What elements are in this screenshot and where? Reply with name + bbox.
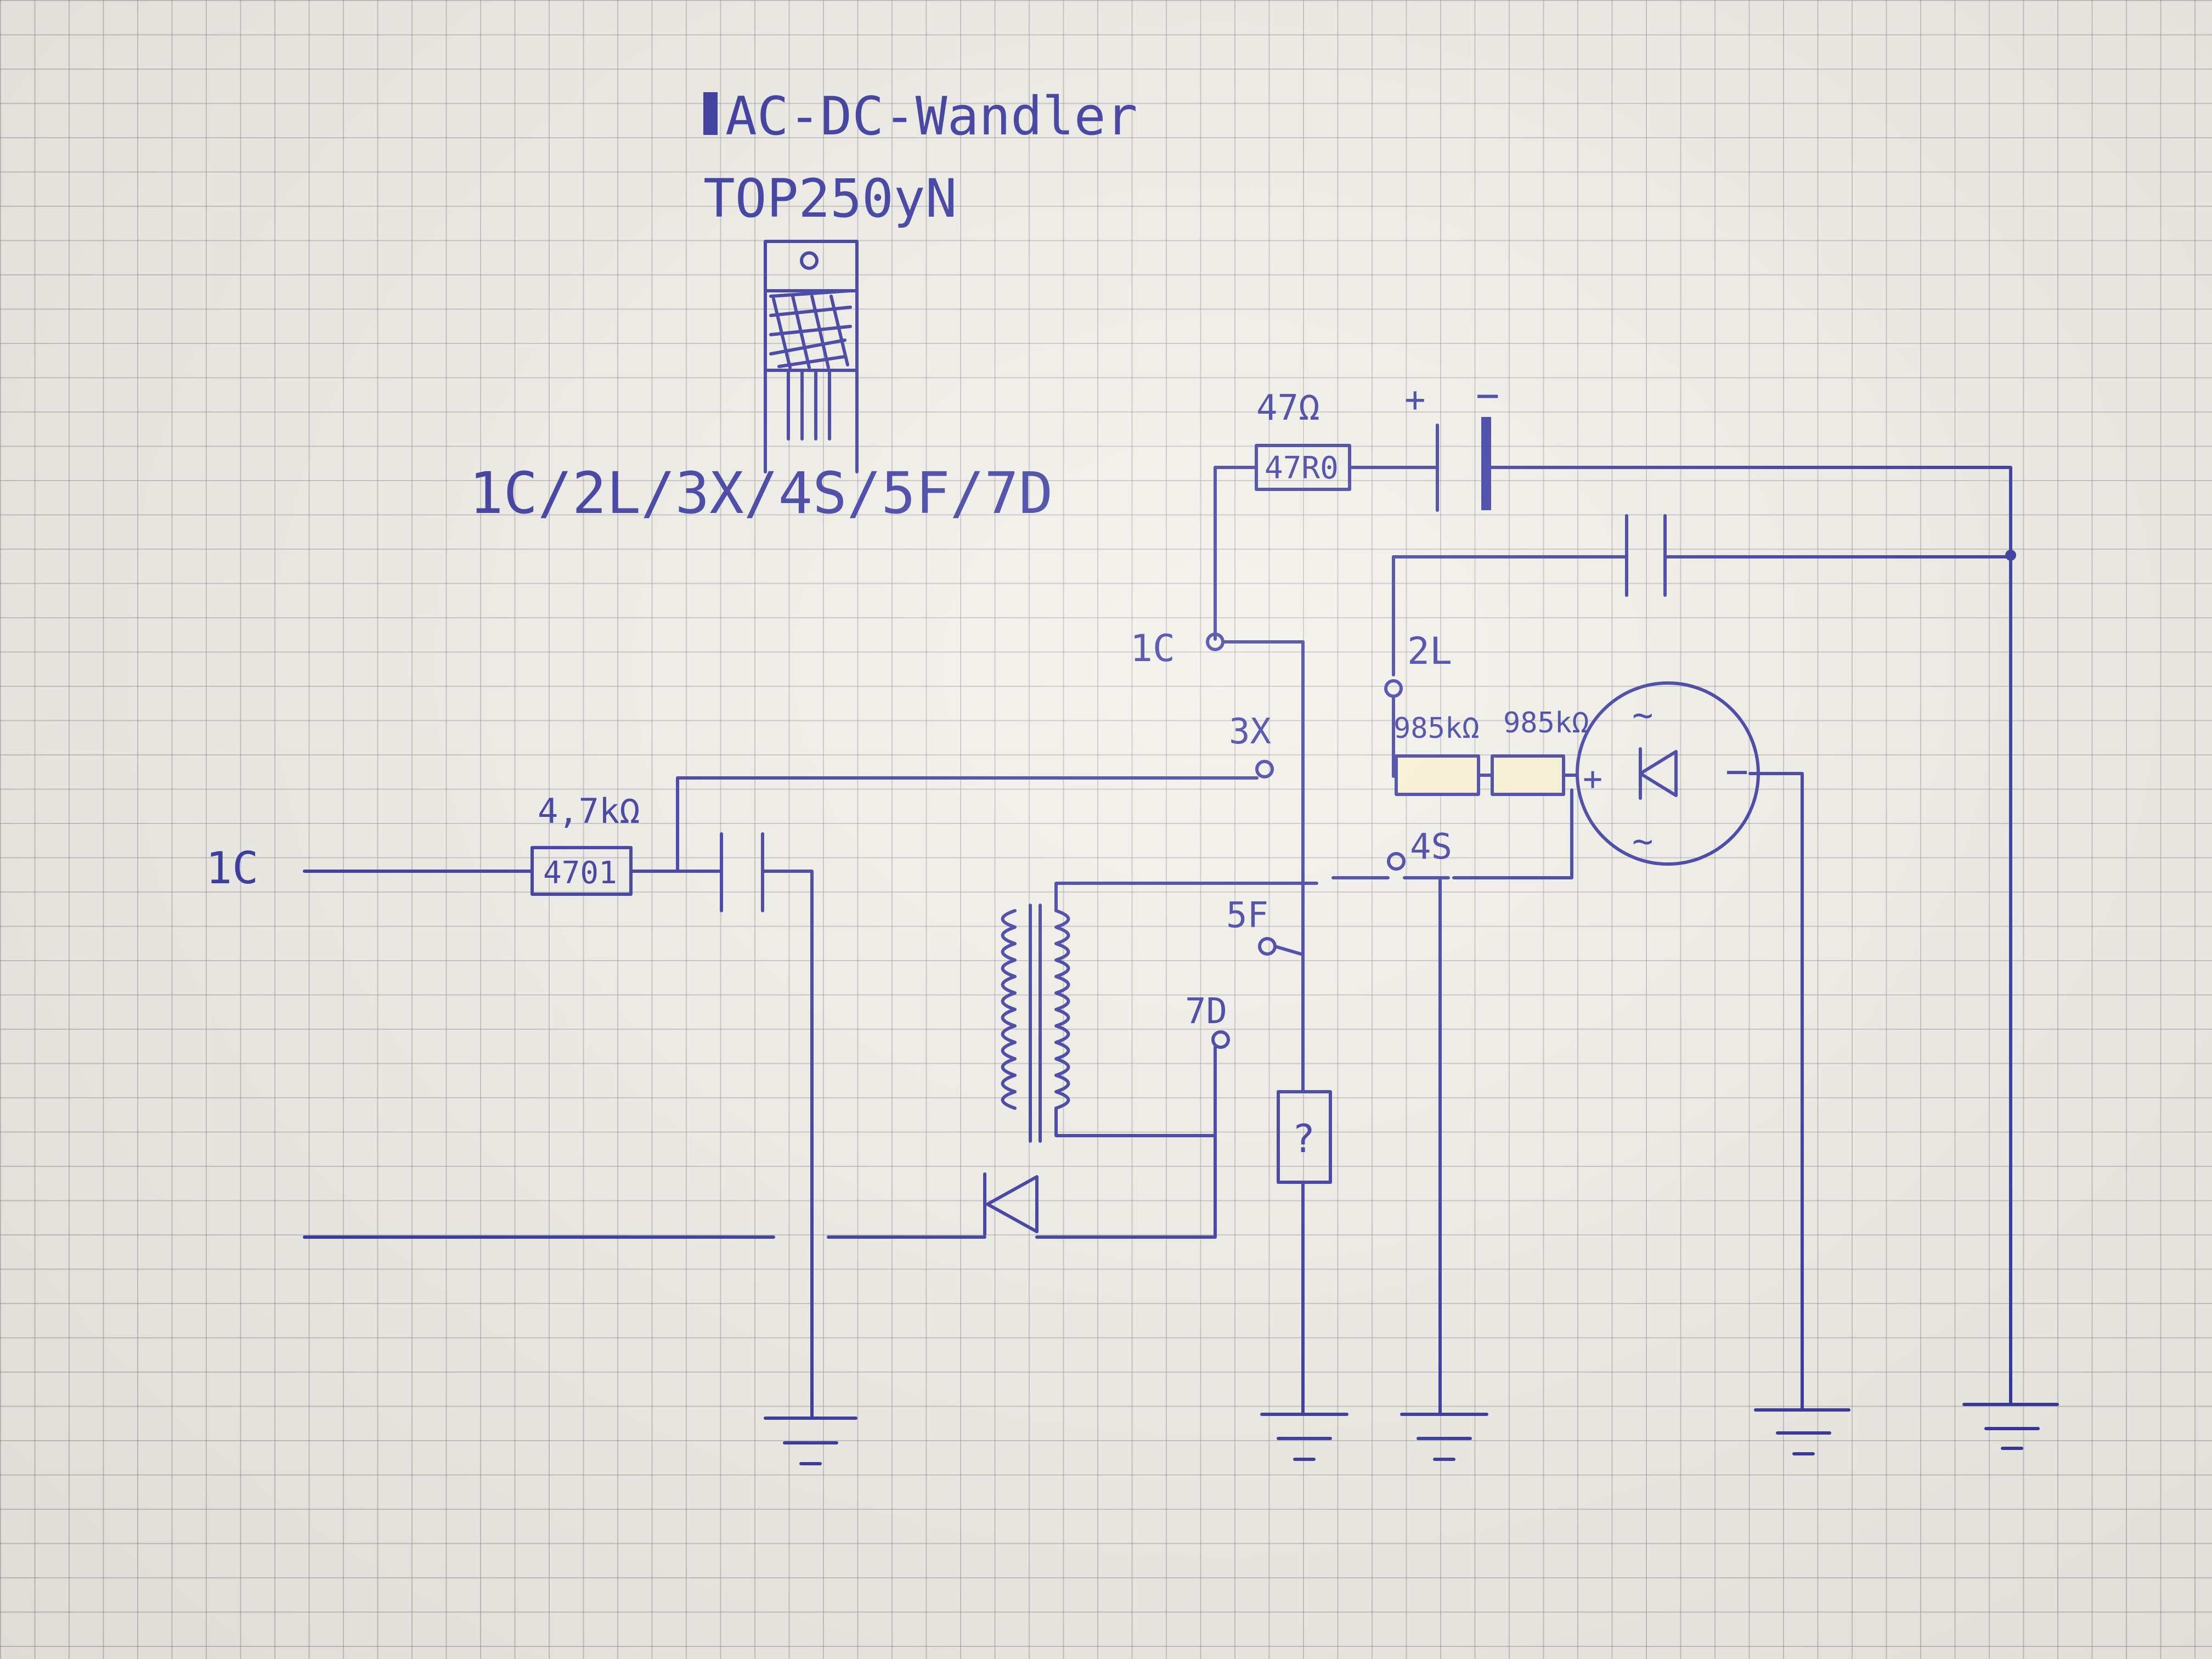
electrolytic-capacitor [1436, 417, 1491, 512]
wire-47r-to-pin1 [1214, 466, 1258, 641]
cap-plus-label: + [1404, 380, 1426, 420]
pin-2l-label: 2L [1407, 630, 1452, 673]
wire-to-pin3x [629, 776, 1259, 873]
pin-4s-label: 4S [1410, 827, 1452, 867]
pin-4s-node [1387, 852, 1406, 871]
part-number: TOP250yN [703, 168, 957, 229]
scribble-mark [703, 92, 718, 135]
pin-5f-label: 5F [1226, 895, 1268, 936]
capacitor-upper [1392, 514, 2016, 597]
wire-top-right [1348, 466, 2012, 1406]
ground-symbol-2 [1260, 1413, 1348, 1461]
left-input-label: 1C [206, 843, 258, 894]
svg-text:47R0: 47R0 [1265, 450, 1339, 486]
svg-text:~: ~ [1632, 695, 1654, 736]
wire-bridge-minus [1748, 772, 1804, 1406]
ground-symbol-4 [1754, 1408, 1850, 1455]
r-right1-value-label: 985kΩ [1393, 712, 1480, 745]
wire-diode-line [303, 1134, 1217, 1239]
pin-7d-node [1211, 1030, 1230, 1049]
capacitor-left [676, 832, 814, 1406]
resistor-985k-2 [1491, 754, 1565, 796]
pin-3x-node [1255, 760, 1274, 778]
ground-symbol-5 [1962, 1403, 2059, 1450]
ground-symbol-1 [764, 1417, 857, 1465]
r-top-value-label: 47Ω [1256, 388, 1320, 428]
cap-minus-label: − [1476, 372, 1499, 418]
schematic-title: AC-DC-Wandler [725, 86, 1137, 147]
wire-transformer-pin7d [1054, 1046, 1217, 1137]
pin-3x-label: 3X [1229, 712, 1271, 752]
wire-pin4s [1331, 876, 1450, 1406]
resistor-47-ohm: 47R0 [1255, 444, 1351, 491]
wire-transformer-top [1054, 882, 1318, 912]
svg-text:4701: 4701 [543, 855, 617, 891]
svg-text:?: ? [1292, 1116, 1315, 1161]
r-right2-value-label: 985kΩ [1503, 707, 1589, 740]
diode [983, 1172, 1039, 1236]
transformer [1001, 904, 1070, 1143]
svg-text:~: ~ [1632, 821, 1654, 862]
pin-5f-node [1258, 937, 1277, 956]
pin-1c-label: 1C [1130, 627, 1175, 670]
resistor-4k7: 4701 [531, 846, 633, 896]
svg-text:+: + [1583, 760, 1602, 798]
pinout-label: 1C/2L/3X/4S/5F/7D [469, 460, 1053, 527]
to220-package-drawing [764, 240, 859, 473]
resistor-985k-1 [1395, 754, 1480, 796]
unknown-component: ? [1277, 1090, 1332, 1184]
svg-text:−: − [1725, 749, 1748, 794]
r-left-value-label: 4,7kΩ [538, 791, 640, 831]
pin-7d-label: 7D [1185, 991, 1227, 1032]
pin-2l-node [1384, 679, 1403, 698]
bridge-rectifier: + − ~ ~ [1576, 681, 1760, 866]
wire-bridge-plus [1452, 788, 1573, 879]
ground-symbol-3 [1400, 1413, 1488, 1461]
